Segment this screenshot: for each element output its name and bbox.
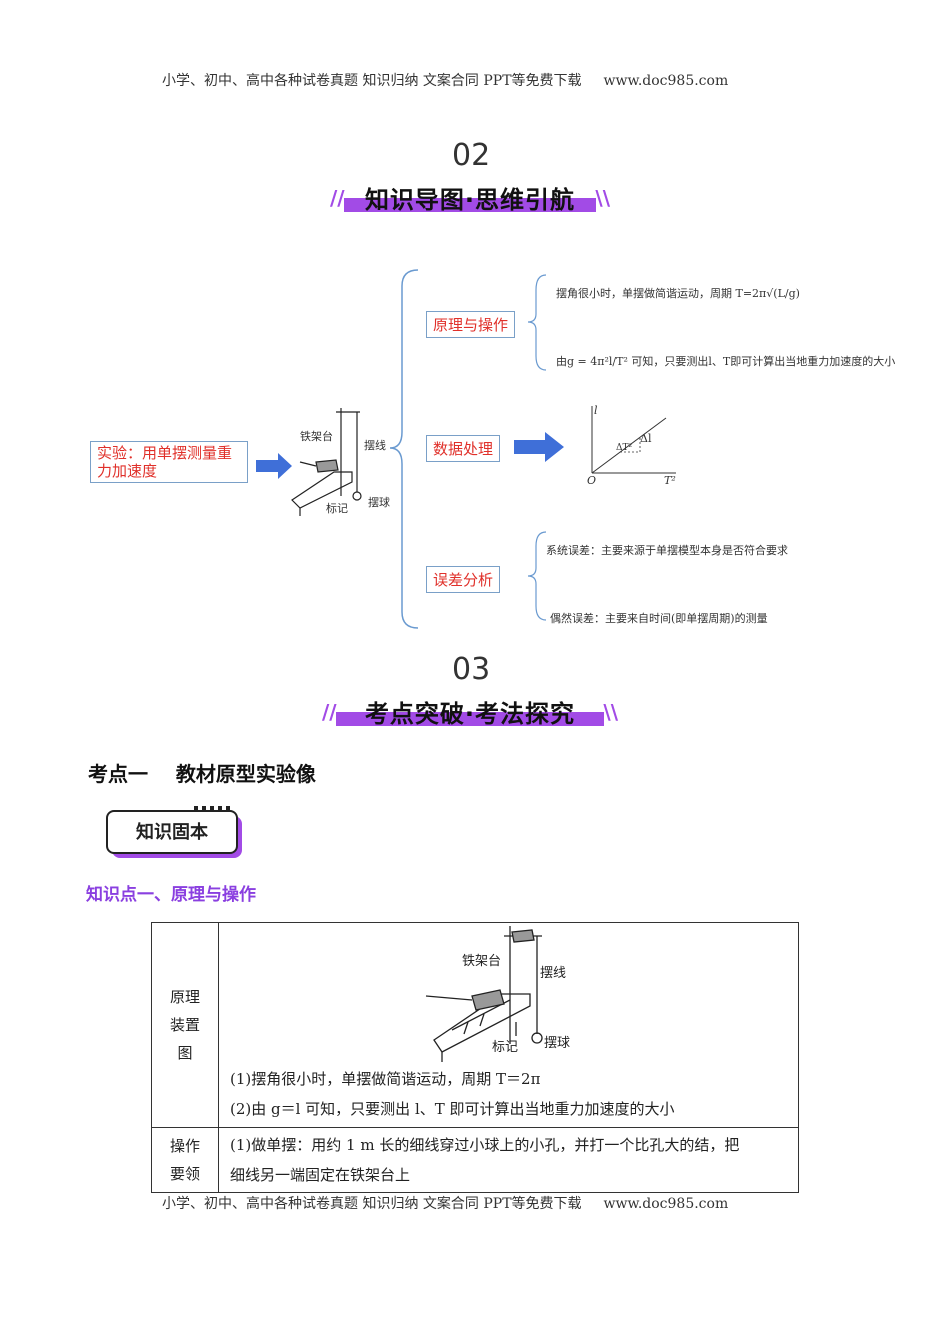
- table-row: 操作 要领 (1)做单摆：用约 1 m 长的细线穿过小球上的小孔，并打一个比孔大…: [151, 1127, 799, 1193]
- section-3-number: 03: [448, 652, 490, 687]
- page-header: 小学、初中、高中各种试卷真题 知识归纳 文案合同 PPT等免费下载 www.doc…: [162, 70, 728, 90]
- section-3-title: 考点突破·考法探究: [364, 700, 576, 728]
- principle-table: 原理 装置 图: [151, 922, 799, 1193]
- row-label-principle: 原理 装置 图: [151, 922, 219, 1128]
- graph-x-label: T²: [664, 474, 676, 487]
- section-2-title: 知识导图·思维引航: [364, 186, 576, 214]
- principle-cell: 铁架台 摆线 标记 摆球 (1)摆角很小时，单摆做简谐运动，周期 T＝2π (2…: [218, 922, 799, 1128]
- section-2-number: 02: [448, 138, 490, 173]
- graph-delta-t2: ΔT²: [616, 443, 633, 453]
- label-bai-qiu: 摆球: [368, 496, 390, 509]
- footer-text: 小学、初中、高中各种试卷真题 知识归纳 文案合同 PPT等免费下载: [162, 1196, 582, 1212]
- section-3-banner: // 考点突破·考法探究 \\: [322, 694, 618, 728]
- fig-label-tie-jia-tai: 铁架台: [462, 954, 502, 969]
- label-bai-xian: 摆线: [364, 439, 386, 452]
- header-url[interactable]: www.doc985.com: [603, 73, 729, 89]
- page-footer: 小学、初中、高中各种试卷真题 知识归纳 文案合同 PPT等免费下载 www.doc…: [162, 1193, 728, 1213]
- principle-line-2: (2)由 g＝l 可知，只要测出 l、T 即可计算出当地重力加速度的大小: [230, 1100, 675, 1118]
- principle-line-1: (1)摆角很小时，单摆做简谐运动，周期 T＝2π: [230, 1070, 541, 1088]
- row-label-operation: 操作 要领: [151, 1127, 219, 1193]
- label-biao-ji: 标记: [326, 502, 348, 515]
- knowledge-point-title: 知识点一、原理与操作: [86, 885, 256, 905]
- principle-item-1: 摆角很小时，单摆做简谐运动，周期 T=2π√(L/g): [556, 287, 800, 300]
- fig-label-biao-ji: 标记: [492, 1040, 519, 1055]
- branch-data: 数据处理: [426, 435, 501, 462]
- operation-line-2: 细线另一端固定在铁架台上: [230, 1166, 411, 1184]
- header-text: 小学、初中、高中各种试卷真题 知识归纳 文案合同 PPT等免费下载: [162, 73, 582, 89]
- operation-line-1: (1)做单摆：用约 1 m 长的细线穿过小球上的小孔，并打一个比孔大的结，把: [230, 1136, 740, 1154]
- footer-url[interactable]: www.doc985.com: [603, 1196, 729, 1212]
- apparatus-figure: 铁架台 摆线 标记 摆球: [220, 924, 797, 1064]
- section-2-banner: // 知识导图·思维引航 \\: [330, 180, 610, 214]
- branch-principle: 原理与操作: [426, 311, 516, 338]
- mindmap-root: 实验：用单摆测量重力加速度: [90, 441, 248, 483]
- fig-label-bai-xian: 摆线: [540, 966, 567, 981]
- kaodian-title: 考点一 教材原型实验像: [88, 762, 316, 786]
- label-tie-jia-tai: 铁架台: [300, 430, 333, 443]
- graph-y-label: l: [594, 404, 598, 417]
- badge-label: 知识固本: [136, 822, 208, 843]
- operation-cell: (1)做单摆：用约 1 m 长的细线穿过小球上的小孔，并打一个比孔大的结，把 细…: [218, 1127, 799, 1193]
- graph-delta-l: Δl: [640, 432, 652, 445]
- error-item-1: 系统误差：主要来源于单摆模型本身是否符合要求: [546, 544, 788, 557]
- table-row: 原理 装置 图: [151, 922, 799, 1128]
- branch-error: 误差分析: [426, 566, 501, 593]
- pendulum-apparatus-icon: [291, 408, 362, 516]
- knowledge-badge: 知识固本: [106, 806, 246, 860]
- fig-label-bai-qiu: 摆球: [544, 1036, 571, 1051]
- graph-origin: O: [587, 474, 597, 487]
- error-item-2: 偶然误差：主要来自时间(即单摆周期)的测量: [550, 612, 768, 625]
- principle-item-2: 由g = 4π²l/T² 可知，只要测出l、T即可计算出当地重力加速度的大小: [556, 355, 896, 368]
